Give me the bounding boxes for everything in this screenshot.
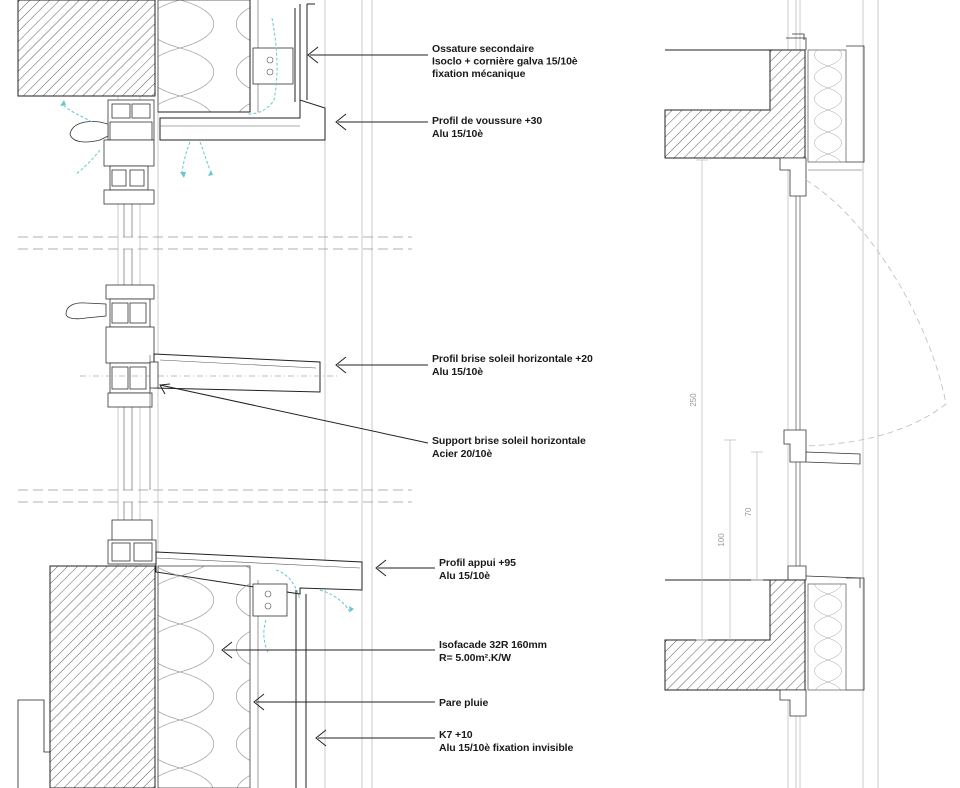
middle-window-frame xyxy=(65,249,155,490)
bottom-window-frame xyxy=(107,502,157,565)
top-window-frame xyxy=(69,99,155,237)
bottom-concrete-slab xyxy=(17,565,156,788)
top-concrete-slab xyxy=(17,0,156,97)
secondary-frame-bracket xyxy=(252,3,315,102)
right-brise-soleil xyxy=(783,429,861,566)
dimension-lines xyxy=(696,159,763,641)
label-ossature: Ossature secondaire Isoclo + cornière ga… xyxy=(432,43,580,80)
top-insulation xyxy=(157,0,259,113)
sill-profile xyxy=(155,551,363,595)
label-appui: Profil appui +95 Alu 15/10è xyxy=(439,557,519,582)
leader-arrows xyxy=(159,46,435,747)
label-brise-soleil: Profil brise soleil horizontale +20 Alu … xyxy=(432,353,596,378)
dimension-70: 70 xyxy=(744,507,753,516)
right-swing-arc xyxy=(805,179,947,447)
airflow-arrows-top xyxy=(60,17,278,178)
label-voussure: Profil de voussure +30 Alu 15/10è xyxy=(432,115,545,140)
label-isofacade: Isofacade 32R 160mm R= 5.00m².K/W xyxy=(439,639,550,664)
right-top-slab xyxy=(664,33,865,430)
dimension-250: 250 xyxy=(689,393,698,407)
voussure-profile xyxy=(159,99,326,141)
label-pare-pluie: Pare pluie xyxy=(439,697,488,709)
dimension-100: 100 xyxy=(717,533,726,547)
brise-soleil-profile xyxy=(80,353,340,393)
bottom-insulation xyxy=(157,565,307,788)
right-bottom-slab xyxy=(664,565,865,717)
left-detail xyxy=(17,0,412,788)
right-section: 250 100 70 xyxy=(664,0,947,788)
label-k7: K7 +10 Alu 15/10è fixation invisible xyxy=(439,729,573,754)
label-support: Support brise soleil horizontale Acier 2… xyxy=(432,435,589,460)
annotation-labels: Ossature secondaire Isoclo + cornière ga… xyxy=(432,43,596,754)
break-lines xyxy=(18,236,412,503)
